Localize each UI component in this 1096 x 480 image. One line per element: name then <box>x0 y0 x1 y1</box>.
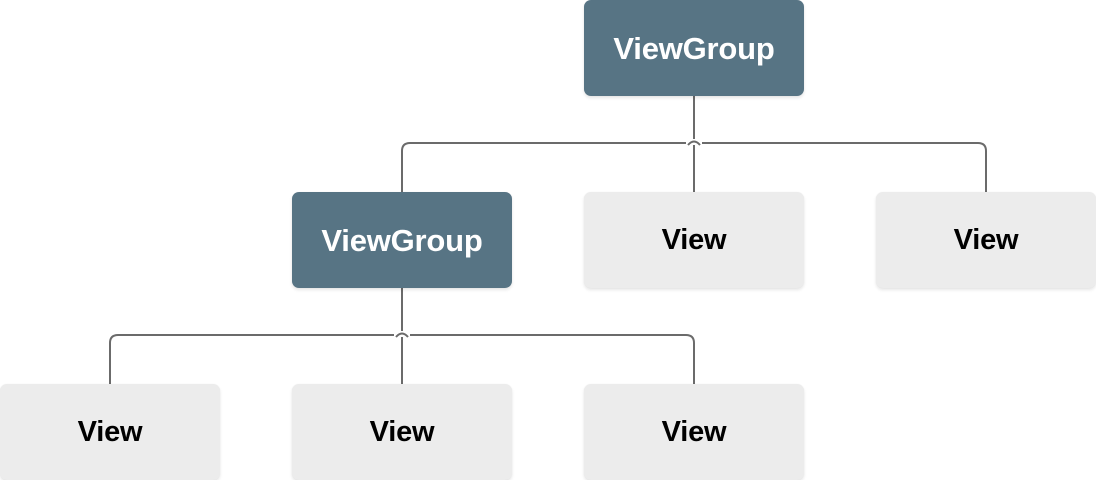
node-label: View <box>661 415 727 448</box>
node-viewgroup-root[interactable]: ViewGroup <box>584 0 804 96</box>
edge-viewgroup-to-view-3a <box>109 334 119 384</box>
node-label: View <box>369 415 435 448</box>
node-label: ViewGroup <box>613 30 775 66</box>
node-label: View <box>77 415 143 448</box>
edge-root-to-view-2b <box>977 142 987 192</box>
node-viewgroup-child[interactable]: ViewGroup <box>292 192 512 288</box>
edge-root-to-viewgroup <box>401 142 411 192</box>
node-view-level2-right[interactable]: View <box>584 384 804 480</box>
edge-root-junction <box>687 140 701 146</box>
node-view-level1-right[interactable]: View <box>876 192 1096 288</box>
node-view-level2-center[interactable]: View <box>292 384 512 480</box>
edge-viewgroup-junction <box>395 332 409 338</box>
node-view-level2-left[interactable]: View <box>0 384 220 480</box>
node-label: View <box>661 223 727 256</box>
node-label: ViewGroup <box>321 222 483 258</box>
edge-viewgroup-to-view-3c <box>685 334 695 384</box>
node-label: View <box>953 223 1019 256</box>
node-view-level1-center[interactable]: View <box>584 192 804 288</box>
